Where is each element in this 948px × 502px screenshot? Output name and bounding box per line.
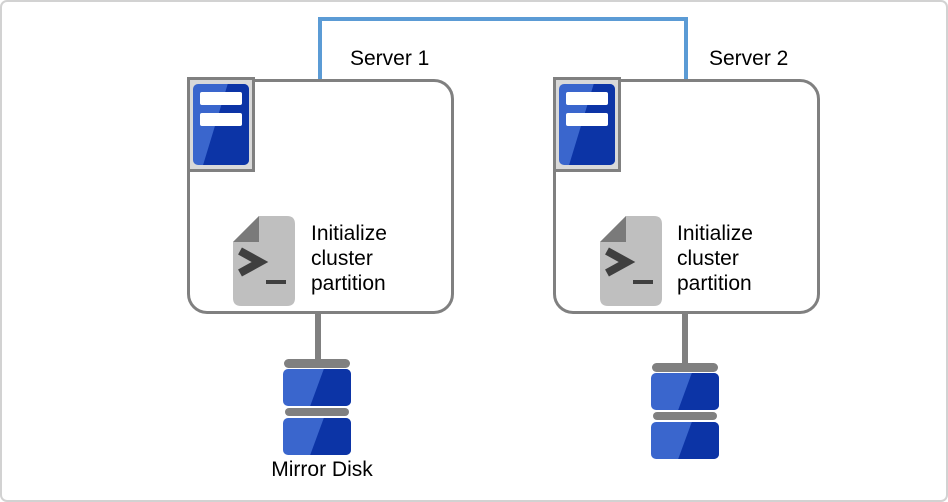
disk-cap — [652, 363, 718, 372]
server2-label: Server 2 — [709, 47, 789, 70]
heartbeat-link-left-segment — [318, 17, 322, 79]
disk-platter-shading — [678, 422, 719, 459]
server-tower-icon — [193, 84, 249, 165]
server2-disk-connector-line — [682, 313, 688, 365]
server1-label: Server 1 — [350, 47, 430, 70]
disk-separator — [285, 408, 349, 416]
server-tower-slot — [200, 113, 242, 126]
server-tower-slot — [200, 92, 242, 105]
terminal-script-icon — [600, 216, 662, 306]
mirror-disk-label: Mirror Disk — [271, 458, 373, 481]
disk-separator — [653, 412, 717, 420]
server1-action-label: Initialize cluster partition — [311, 222, 387, 295]
disk-platter — [651, 373, 719, 410]
disk-platter-shading — [310, 369, 351, 406]
disk-platter-shading — [678, 373, 719, 410]
disk-platter — [651, 422, 719, 459]
disk-cap — [284, 359, 350, 368]
heartbeat-link-right-segment — [684, 17, 688, 79]
server2-action-label: Initialize cluster partition — [677, 222, 753, 295]
disk-platter-shading — [310, 418, 351, 455]
terminal-script-icon — [233, 216, 295, 306]
heartbeat-link-top-segment — [318, 17, 688, 21]
server-tower-slot — [566, 92, 608, 105]
server-tower-slot — [566, 113, 608, 126]
server-tower-icon — [559, 84, 615, 165]
disk-platter — [283, 369, 351, 406]
disk-platter — [283, 418, 351, 455]
server1-disk-connector-line — [315, 313, 321, 361]
